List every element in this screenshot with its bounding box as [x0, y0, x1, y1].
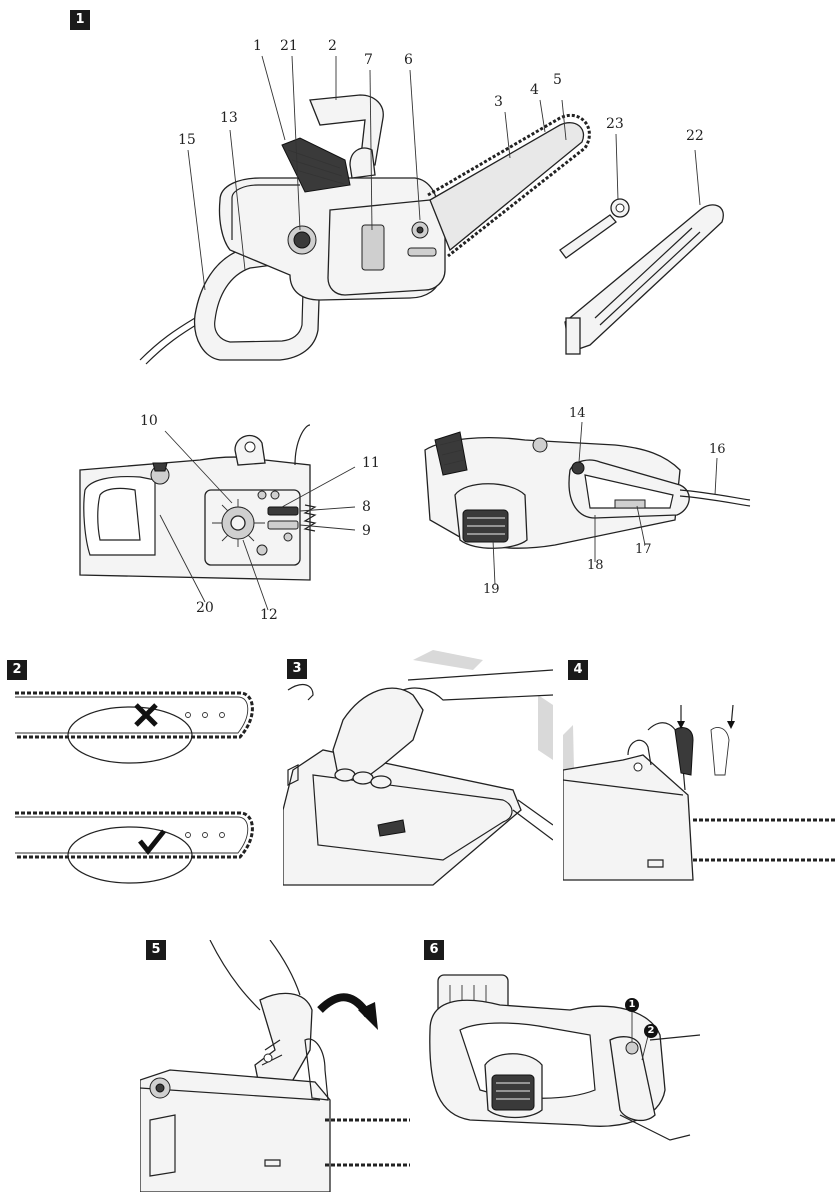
- figure-6: 6 1 2: [420, 940, 700, 1150]
- label-23: 23: [606, 116, 624, 132]
- label-4: 4: [530, 82, 539, 98]
- chainsaw-exploded-drawing: [139, 55, 724, 365]
- chain-direction-drawing: [15, 691, 254, 884]
- figure-5-badge: 5: [146, 940, 166, 960]
- curved-arrow-icon: [317, 993, 378, 1030]
- figure-3: 3: [283, 650, 553, 890]
- figure-1-side-view: 10 11 8 9 20 12: [0, 395, 400, 635]
- label-3: 3: [494, 94, 503, 110]
- chain-brake-drawing: [563, 704, 835, 881]
- chainsaw-rear-drawing: [424, 421, 751, 586]
- label-20: 20: [196, 600, 214, 616]
- label-10: 10: [140, 413, 158, 429]
- check-icon: [138, 829, 166, 856]
- rear-handle-drawing: [429, 974, 700, 1141]
- figure-4: 4: [563, 655, 835, 885]
- callout-1: 1: [625, 998, 639, 1012]
- label-6: 6: [404, 52, 413, 68]
- figure-1-rear-view: 14 16 17 18 19: [415, 400, 835, 610]
- label-14: 14: [569, 406, 586, 421]
- label-18: 18: [587, 558, 604, 573]
- label-2: 2: [328, 38, 337, 54]
- label-15: 15: [178, 132, 196, 148]
- label-16: 16: [709, 442, 726, 457]
- label-9: 9: [362, 523, 371, 539]
- figure-5: 5: [140, 940, 410, 1192]
- brake-activation-drawing: [140, 940, 410, 1192]
- label-5: 5: [553, 72, 562, 88]
- label-17: 17: [635, 542, 652, 557]
- label-19: 19: [483, 582, 500, 597]
- label-11: 11: [362, 455, 380, 471]
- label-22: 22: [686, 128, 704, 144]
- figure-1-badge: 1: [70, 10, 90, 30]
- figure-4-badge: 4: [568, 660, 588, 680]
- label-12: 12: [260, 607, 278, 623]
- label-8: 8: [362, 499, 371, 515]
- hand-grip-drawing: [283, 650, 553, 886]
- figure-2: 2: [0, 655, 270, 895]
- callout-2: 2: [644, 1024, 658, 1038]
- figure-1: 1: [0, 0, 835, 380]
- figure-6-badge: 6: [424, 940, 444, 960]
- label-7: 7: [364, 52, 373, 68]
- label-13: 13: [220, 110, 238, 126]
- figure-2-badge: 2: [7, 660, 27, 680]
- label-1: 1: [253, 38, 262, 54]
- figure-3-badge: 3: [287, 659, 307, 679]
- cross-icon: [134, 703, 158, 727]
- label-21: 21: [280, 38, 298, 54]
- chainsaw-side-drawing: [79, 424, 356, 611]
